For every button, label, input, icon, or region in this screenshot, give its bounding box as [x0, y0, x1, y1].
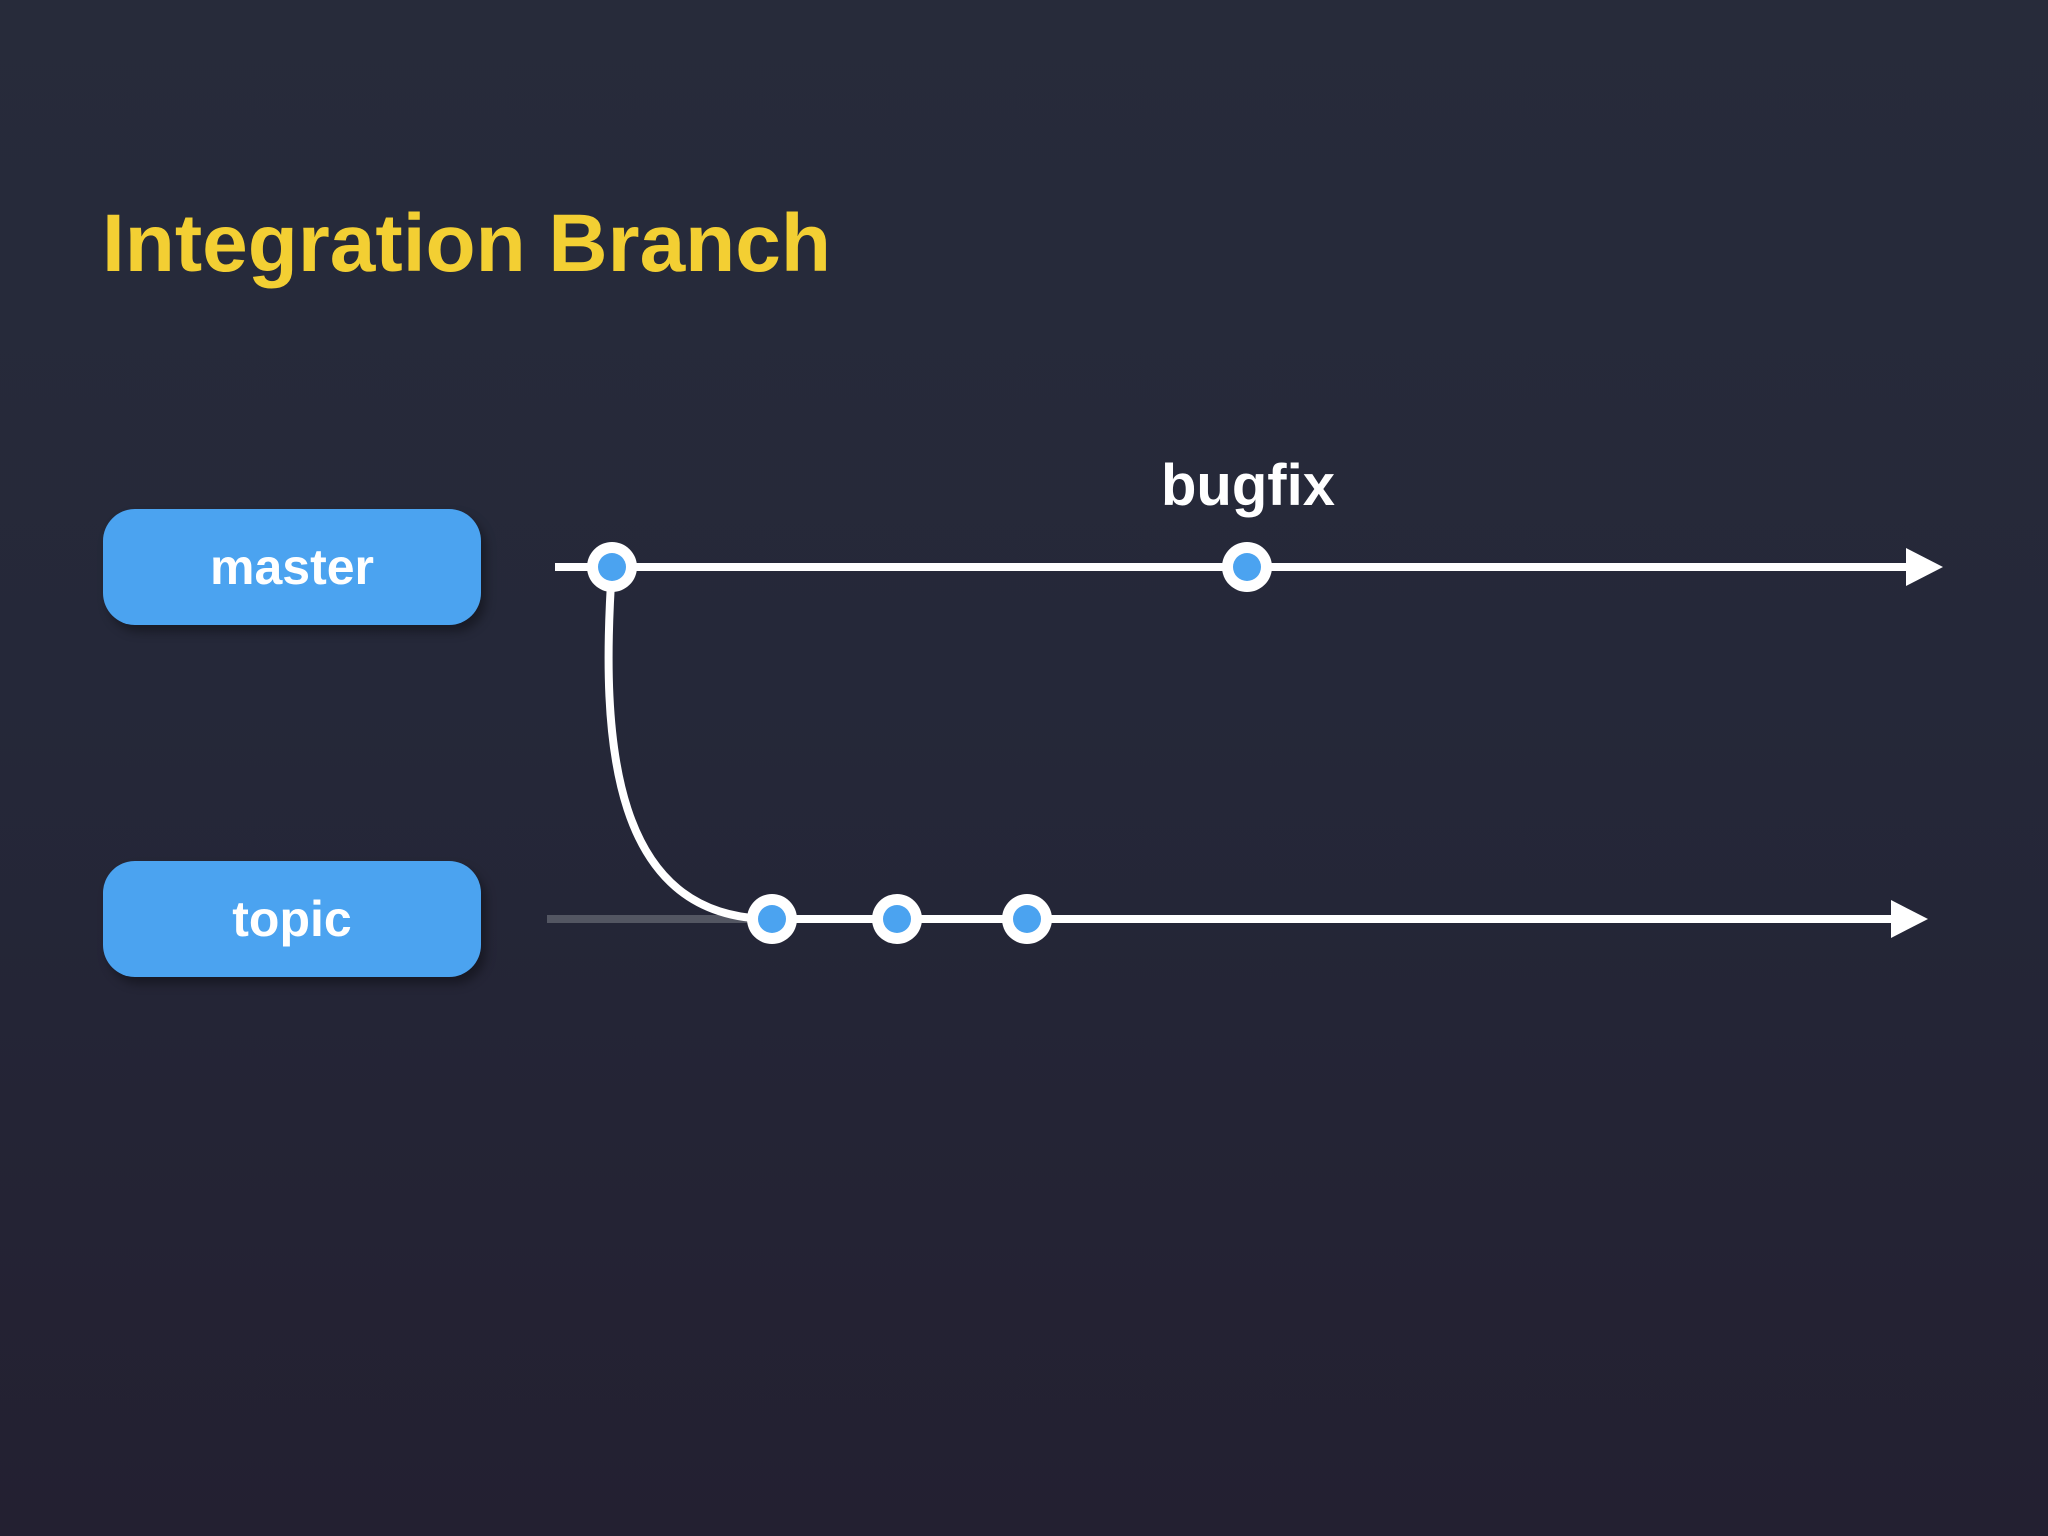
branch-badge-master: master — [103, 509, 481, 625]
fork-curve — [604, 563, 776, 923]
master-arrowhead-icon — [1906, 548, 1943, 586]
master-commit-1-dot — [1233, 553, 1261, 581]
branch-badge-topic: topic — [103, 861, 481, 977]
topic-commit-0-dot — [758, 905, 786, 933]
master-commit-0-dot — [598, 553, 626, 581]
branch-badge-master-label: master — [210, 539, 374, 595]
topic-commit-2-dot — [1013, 905, 1041, 933]
page-title: Integration Branch — [102, 197, 831, 289]
branch-badge-topic-label: topic — [232, 891, 352, 947]
topic-commit-1-dot — [883, 905, 911, 933]
bugfix-commit-label: bugfix — [1161, 453, 1335, 518]
topic-arrowhead-icon — [1891, 900, 1928, 938]
